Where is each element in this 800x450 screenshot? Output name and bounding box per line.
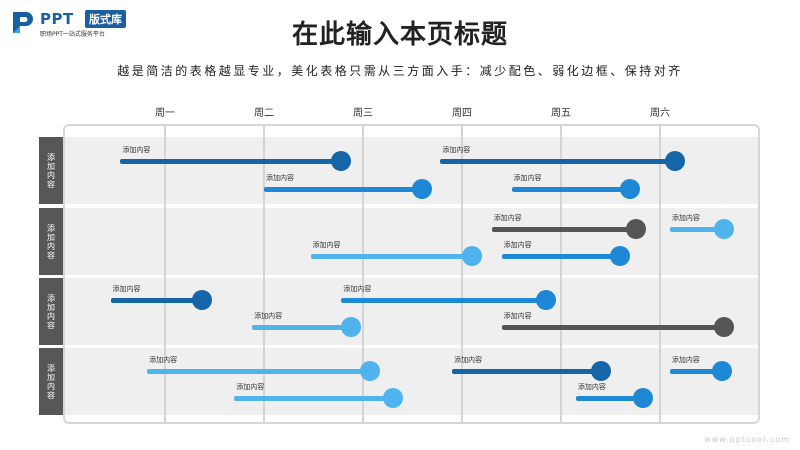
task-label[interactable]: 添加内容 <box>503 312 532 320</box>
task-end-marker[interactable] <box>191 290 212 310</box>
task-label[interactable]: 添加内容 <box>343 285 372 293</box>
day-label: 周六 <box>650 108 670 119</box>
day-gridline <box>560 125 562 423</box>
day-label: 周三 <box>353 108 373 119</box>
task-bar[interactable] <box>310 253 472 259</box>
page-title[interactable]: 在此输入本页标题 <box>291 20 508 50</box>
logo-brand-text: PPT <box>40 10 74 28</box>
watermark: www.pptcool.com <box>704 435 790 444</box>
task-bar[interactable] <box>110 297 202 303</box>
day-gridline <box>263 125 265 423</box>
task-label[interactable]: 添加内容 <box>254 312 283 320</box>
task-end-marker[interactable] <box>382 388 403 408</box>
task-end-marker[interactable] <box>633 388 654 408</box>
day-gridline <box>362 125 364 423</box>
row-band <box>64 208 760 275</box>
task-bar[interactable] <box>440 158 675 164</box>
row-band <box>64 137 760 204</box>
task-end-marker[interactable] <box>610 246 631 266</box>
task-end-marker[interactable] <box>331 151 352 171</box>
task-bar[interactable] <box>341 297 547 303</box>
task-bar[interactable] <box>452 368 601 374</box>
task-bar[interactable] <box>669 226 725 232</box>
task-bar[interactable] <box>120 158 342 164</box>
row-band <box>64 278 760 345</box>
task-label[interactable]: 添加内容 <box>312 241 341 249</box>
task-end-marker[interactable] <box>626 219 647 239</box>
task-end-marker[interactable] <box>590 361 611 381</box>
day-gridline <box>164 125 166 423</box>
task-bar[interactable] <box>491 226 637 232</box>
row-label: 添加内容 <box>39 278 63 345</box>
task-label[interactable]: 添加内容 <box>122 146 151 154</box>
row-label: 添加内容 <box>39 137 63 204</box>
day-label: 周二 <box>254 108 274 119</box>
task-bar[interactable] <box>511 186 631 192</box>
task-bar[interactable] <box>234 395 393 401</box>
task-end-marker[interactable] <box>714 219 735 239</box>
task-bar[interactable] <box>669 368 723 374</box>
task-end-marker[interactable] <box>341 317 362 337</box>
task-label[interactable]: 添加内容 <box>671 214 700 222</box>
logo-tagline: 职场PPT一站式服务平台 <box>40 31 105 38</box>
task-label[interactable]: 添加内容 <box>671 356 700 364</box>
task-end-marker[interactable] <box>359 361 380 381</box>
task-bar[interactable] <box>575 395 644 401</box>
task-label[interactable]: 添加内容 <box>266 174 294 182</box>
day-gridline <box>461 125 463 423</box>
task-bar[interactable] <box>252 324 352 330</box>
chart-frame <box>63 124 760 424</box>
task-end-marker[interactable] <box>536 290 557 310</box>
task-end-marker[interactable] <box>412 179 433 199</box>
task-label[interactable]: 添加内容 <box>236 383 265 391</box>
task-label[interactable]: 添加内容 <box>149 356 178 364</box>
day-label: 周五 <box>551 108 571 119</box>
task-label[interactable]: 添加内容 <box>454 356 483 364</box>
task-label[interactable]: 添加内容 <box>442 146 471 154</box>
task-end-marker[interactable] <box>712 361 733 381</box>
task-bar[interactable] <box>501 324 725 330</box>
task-bar[interactable] <box>264 186 423 192</box>
day-gridline <box>659 125 661 423</box>
row-label: 添加内容 <box>39 348 63 415</box>
day-label: 周一 <box>155 108 175 119</box>
task-bar[interactable] <box>147 368 370 374</box>
task-label[interactable]: 添加内容 <box>112 285 141 293</box>
task-end-marker[interactable] <box>461 246 482 266</box>
task-end-marker[interactable] <box>620 179 641 199</box>
task-label[interactable]: 添加内容 <box>513 174 542 182</box>
row-label: 添加内容 <box>39 208 63 275</box>
task-bar[interactable] <box>501 253 621 259</box>
logo-badge: 版式库 <box>85 10 126 28</box>
day-label: 周四 <box>452 108 472 119</box>
page-subtitle[interactable]: 越是简洁的表格越显专业，美化表格只需从三方面入手：减少配色、弱化边框、保持对齐 <box>117 64 683 78</box>
task-label[interactable]: 添加内容 <box>503 241 532 249</box>
task-label[interactable]: 添加内容 <box>577 383 606 391</box>
logo-p-icon <box>13 12 33 33</box>
task-end-marker[interactable] <box>714 317 735 337</box>
brand-logo: PPT 版式库 职场PPT一站式服务平台 <box>10 8 150 38</box>
task-label[interactable]: 添加内容 <box>493 214 522 222</box>
task-end-marker[interactable] <box>664 151 685 171</box>
